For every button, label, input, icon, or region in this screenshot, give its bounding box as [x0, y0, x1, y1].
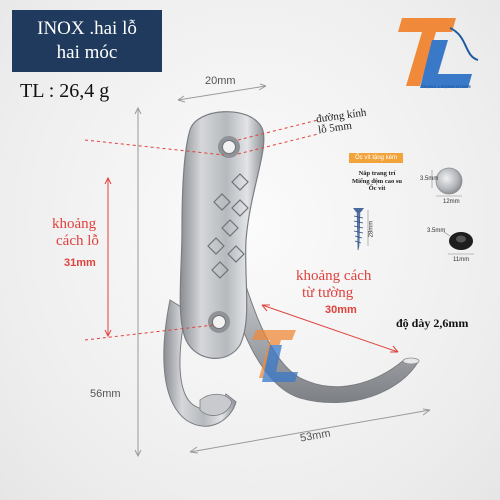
kit-description: Nắp trang trí Miếng đệm cao su Ốc vít — [337, 170, 417, 193]
title-line-2: hai móc — [56, 42, 118, 63]
brand-logo-icon — [398, 18, 479, 88]
kit-desc-line-3: Ốc vít — [368, 185, 386, 192]
cap-diameter-label: 12mm — [443, 199, 460, 205]
kit-tag: Ốc vít tặng kèm — [349, 153, 403, 163]
washer-diameter-label: 11mm — [453, 257, 470, 263]
height-label: 56mm — [90, 388, 121, 400]
hole-spacing-label-2: cách lỗ — [56, 233, 99, 249]
screw-length-label: 28mm — [368, 220, 375, 238]
thickness-label: độ dày 2,6mm — [396, 316, 469, 330]
product-title-box: INOX .hai lỗ hai móc — [12, 10, 162, 72]
width-top-label: 20mm — [205, 75, 236, 87]
brand-store-name: TRỌNG LƯỢNG STORE — [420, 84, 472, 89]
screw-illustration — [353, 208, 369, 251]
hole-spacing-label-1: khoảng — [52, 216, 97, 232]
wall-distance-label-1: khoảng cách — [296, 268, 372, 284]
cap-height-label: 3.5mm — [420, 176, 439, 182]
washer-height-label: 3.5mm — [427, 228, 446, 234]
wall-distance-label-2: từ tường — [302, 285, 354, 301]
hole-spacing-value: 31mm — [64, 257, 96, 269]
title-line-1: INOX .hai lỗ — [37, 18, 137, 39]
kit-desc-line-2: Miếng đệm cao su — [351, 177, 402, 185]
weight-label: TL : 26,4 g — [20, 80, 110, 102]
wall-distance-value: 30mm — [325, 304, 357, 316]
kit-desc-line-1: Nắp trang trí — [358, 170, 396, 177]
